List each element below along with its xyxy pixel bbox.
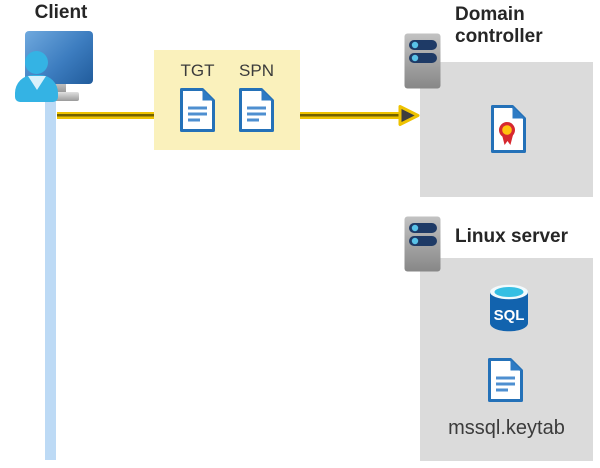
monitor-stand-base-icon (47, 92, 79, 101)
person-collar-icon (28, 76, 46, 90)
keytab-document-icon (488, 358, 523, 402)
certificate-icon (491, 105, 526, 153)
person-icon (25, 51, 48, 74)
linux-server-label: Linux server (455, 226, 568, 247)
client-connection-line (45, 90, 56, 460)
domain-controller-server-icon (404, 33, 441, 89)
auth-arrowhead-icon (398, 105, 420, 126)
ticket-tgt: TGT (179, 61, 216, 150)
tgt-document-icon (180, 88, 215, 132)
ticket-spn: SPN (238, 61, 275, 150)
monitor-stand-icon (54, 83, 66, 94)
sql-database-icon: SQL (490, 284, 528, 332)
sql-text: SQL (494, 307, 525, 324)
ticket-highlight-box: TGT SPN (154, 50, 300, 150)
linux-server-icon (404, 216, 441, 272)
spn-label: SPN (239, 61, 274, 80)
tgt-label: TGT (180, 61, 215, 80)
domain-controller-label: Domain controller (455, 4, 543, 47)
keytab-filename-label: mssql.keytab (448, 417, 565, 439)
spn-document-icon (239, 88, 274, 132)
client-label: Client (34, 2, 88, 23)
